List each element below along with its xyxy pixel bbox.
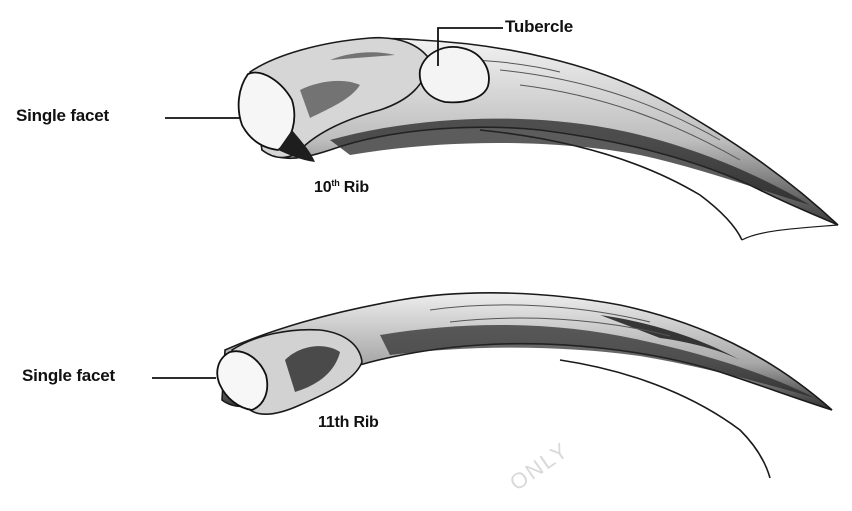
tenth-rib-suffix: th [331, 178, 340, 188]
tenth-rib-tubercle [418, 46, 490, 104]
tenth-rib-neck-shadow [278, 130, 315, 162]
tenth-rib-shadow [330, 118, 810, 205]
leader-lines [152, 27, 503, 379]
tubercle-label: Tubercle [505, 17, 573, 36]
eleventh-rib-head-shadow [285, 346, 340, 392]
tenth-rib-number: 10 [314, 179, 332, 196]
single-facet-label-top: Single facet [16, 106, 110, 125]
eleventh-rib [216, 292, 833, 479]
single-facet-label-bottom: Single facet [22, 366, 116, 385]
eleventh-rib-hatching [429, 304, 671, 337]
tenth-rib-tail [741, 224, 839, 241]
eleventh-rib-label: 11th Rib [318, 414, 379, 431]
tubercle-leader [437, 27, 503, 66]
tenth-rib-label: 10th Rib [314, 178, 369, 197]
tenth-rib-head-shading [300, 52, 395, 119]
eleventh-rib-shadow [380, 324, 815, 398]
tenth-rib [237, 36, 839, 241]
eleventh-rib-lower-edge [559, 359, 771, 479]
eleventh-rib-dark-band [600, 315, 740, 360]
tenth-rib-word: Rib [343, 179, 369, 196]
eleventh-rib-single-facet [216, 350, 269, 411]
